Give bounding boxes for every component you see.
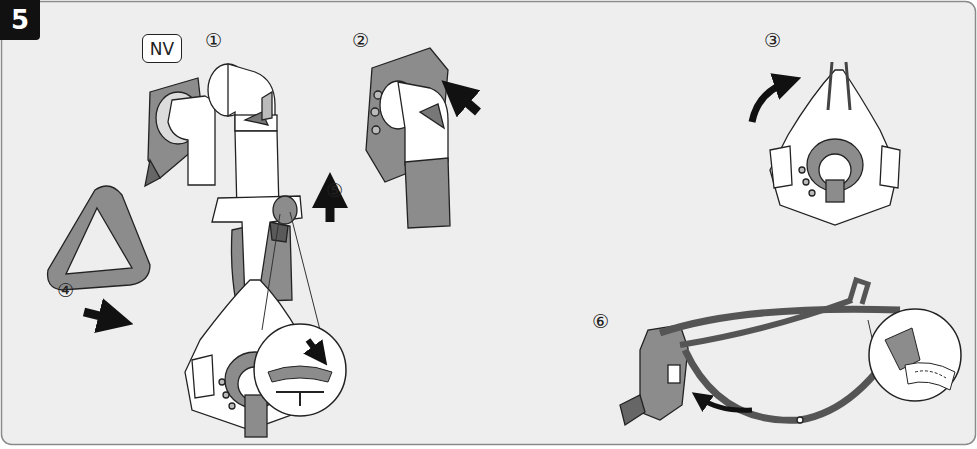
version-badge: NV (142, 34, 182, 63)
callout-number: ③ (764, 31, 781, 50)
step-number: 5 (0, 0, 40, 40)
zoom-line (290, 212, 320, 330)
direction-arrow (752, 82, 788, 122)
zoom-detail (254, 324, 346, 416)
headgear (620, 280, 905, 425)
callout-number: ⑥ (592, 312, 609, 331)
mask-frame (770, 62, 900, 225)
node-text: 5 (11, 5, 29, 35)
direction-arrow (700, 398, 752, 410)
cushion (48, 186, 150, 290)
callout-number: ② (352, 31, 369, 50)
callout-number: ① (205, 31, 222, 50)
direction-arrow (455, 92, 478, 112)
zoom-detail (868, 309, 961, 401)
node-text: NV (150, 39, 174, 59)
elbow-with-frame (366, 48, 450, 228)
callout-number: ④ (57, 281, 74, 300)
nv-elbow (145, 78, 215, 186)
zoom-line (262, 214, 280, 330)
direction-arrow (84, 312, 116, 320)
elbow (208, 64, 279, 212)
callout-number: ⑤ (326, 181, 343, 200)
